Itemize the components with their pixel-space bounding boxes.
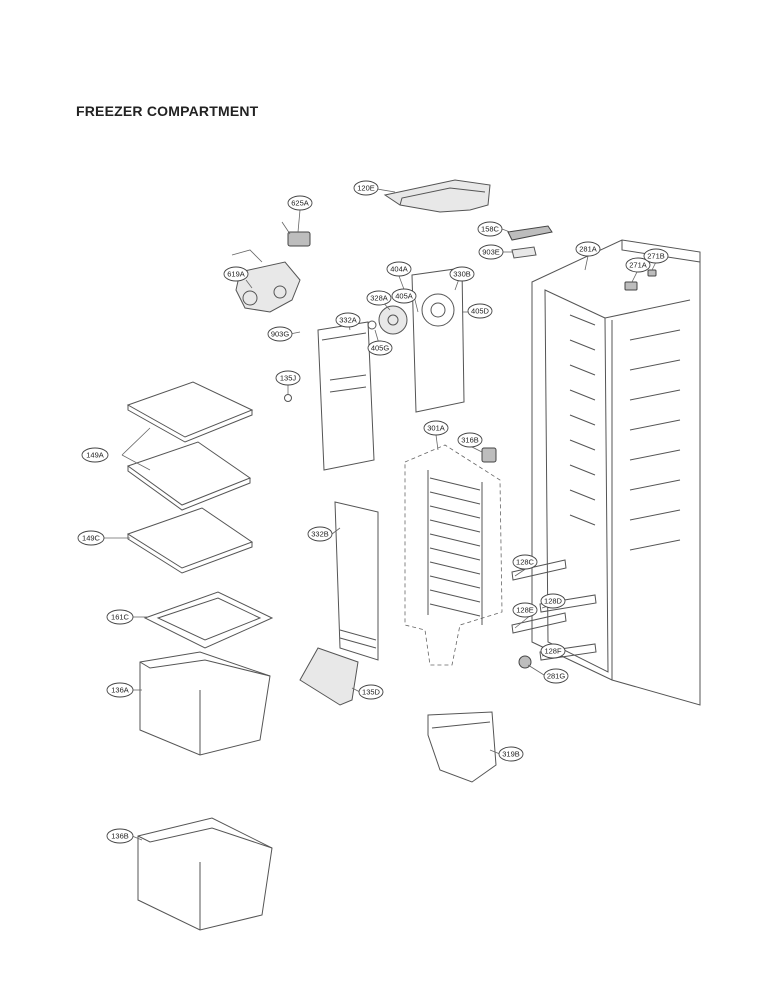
page-title: FREEZER COMPARTMENT — [76, 103, 259, 119]
svg-text:405A: 405A — [395, 292, 413, 301]
svg-text:405G: 405G — [371, 344, 390, 353]
callout-319B: 319B — [498, 746, 524, 762]
part-128-slide-rails — [511, 559, 597, 661]
svg-text:625A: 625A — [291, 199, 309, 208]
part-281A-cabinet — [531, 239, 701, 706]
callout-149C: 149C — [77, 530, 105, 546]
part-136A-bin — [139, 651, 271, 756]
callout-158C: 158C — [477, 221, 503, 237]
svg-text:319B: 319B — [502, 750, 520, 759]
callout-619A: 619A — [223, 266, 249, 282]
callout-625A: 625A — [287, 195, 313, 211]
callout-301A: 301A — [423, 420, 449, 436]
callout-405D: 405D — [467, 303, 493, 319]
svg-text:404A: 404A — [390, 265, 408, 274]
svg-text:271B: 271B — [647, 252, 665, 261]
part-135J-screw — [284, 394, 292, 402]
callout-405G: 405G — [367, 340, 393, 356]
svg-text:330B: 330B — [453, 270, 471, 279]
svg-text:619A: 619A — [227, 270, 245, 279]
part-332B-cover — [334, 501, 379, 661]
svg-text:301A: 301A — [427, 424, 445, 433]
svg-text:332A: 332A — [339, 316, 357, 325]
svg-text:271A: 271A — [629, 261, 647, 270]
svg-text:149A: 149A — [86, 451, 104, 460]
callout-149A: 149A — [81, 447, 109, 463]
part-149A-shelf-lower — [126, 441, 252, 511]
part-625A-sensor — [281, 221, 311, 247]
svg-text:328A: 328A — [370, 294, 388, 303]
svg-text:136A: 136A — [111, 686, 129, 695]
callout-128D: 128D — [540, 593, 566, 609]
svg-text:128D: 128D — [544, 597, 563, 606]
callout-316B: 316B — [457, 432, 483, 448]
svg-text:161C: 161C — [111, 613, 130, 622]
callout-281A: 281A — [575, 241, 601, 257]
svg-text:135J: 135J — [280, 374, 297, 383]
svg-text:136B: 136B — [111, 832, 129, 841]
callout-128C: 128C — [512, 554, 538, 570]
part-332A-cover — [317, 321, 375, 471]
leader-149A — [121, 427, 151, 471]
svg-text:120E: 120E — [357, 184, 375, 193]
part-405G-washer — [367, 320, 377, 330]
svg-text:332B: 332B — [311, 530, 329, 539]
callout-271B: 271B — [643, 248, 669, 264]
svg-text:149C: 149C — [82, 534, 101, 543]
svg-text:281G: 281G — [547, 672, 566, 681]
callout-271A: 271A — [625, 257, 651, 273]
svg-text:903G: 903G — [271, 330, 290, 339]
callout-332A: 332A — [335, 312, 361, 328]
part-136B-bin — [137, 817, 273, 931]
svg-text:281A: 281A — [579, 245, 597, 254]
svg-text:405D: 405D — [471, 307, 490, 316]
callout-128E: 128E — [512, 602, 538, 618]
callout-903E: 903E — [478, 244, 504, 260]
callout-135J: 135J — [275, 370, 301, 386]
callout-332B: 332B — [307, 526, 333, 542]
part-161C-tray — [143, 591, 274, 649]
svg-text:135D: 135D — [362, 688, 381, 697]
part-316B-pad — [481, 447, 497, 463]
callout-128F: 128F — [540, 643, 566, 659]
svg-text:903E: 903E — [482, 248, 500, 257]
callout-136A: 136A — [106, 682, 134, 698]
part-271B-bracket — [647, 269, 657, 277]
leader-lines — [103, 188, 657, 841]
svg-text:128C: 128C — [516, 558, 535, 567]
part-120E-duct — [383, 179, 491, 213]
svg-text:316B: 316B — [461, 436, 479, 445]
part-135D-cover — [299, 647, 359, 706]
part-903E-strip — [511, 246, 537, 259]
callout-903G: 903G — [267, 326, 293, 342]
part-271A-bracket — [624, 281, 638, 291]
part-149C-shelf — [126, 507, 254, 574]
callout-136B: 136B — [106, 828, 134, 844]
callout-404A: 404A — [386, 261, 412, 277]
part-301A-evaporator — [404, 444, 503, 666]
callout-161C: 161C — [106, 609, 134, 625]
svg-text:128F: 128F — [544, 647, 562, 656]
part-158C-bar — [507, 225, 553, 241]
callout-328A: 328A — [366, 290, 392, 306]
callout-281G: 281G — [543, 668, 569, 684]
callout-120E: 120E — [353, 180, 379, 196]
callout-330B: 330B — [449, 266, 475, 282]
callout-405A: 405A — [391, 288, 417, 304]
part-328A-fan-blade — [378, 305, 408, 335]
callout-135D: 135D — [358, 684, 384, 700]
part-619A-valve — [231, 249, 301, 313]
part-319B-duct — [427, 711, 497, 783]
part-149A-shelf-upper — [126, 381, 254, 443]
svg-text:128E: 128E — [516, 606, 534, 615]
svg-text:158C: 158C — [481, 225, 500, 234]
part-330B-fan-housing — [411, 267, 465, 413]
